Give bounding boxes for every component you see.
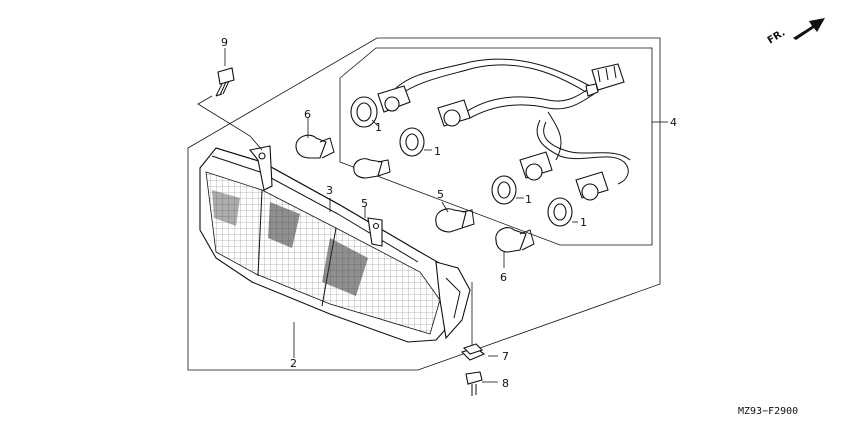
callout-8: 8 (502, 377, 509, 390)
bolt-part-8 (465, 371, 498, 396)
bulb-part-5-upper (353, 158, 391, 179)
seal-part-1-c (491, 175, 524, 205)
callout-6-upper: 6 (304, 108, 311, 121)
assembly-frame (187, 37, 661, 371)
front-direction-marker: FR. (766, 18, 825, 47)
callout-1-c: 1 (525, 193, 532, 206)
harness-frame (339, 47, 653, 246)
bulb-part-6-lower (495, 227, 535, 268)
screw-part-9 (197, 48, 263, 151)
seal-part-1-a (350, 96, 379, 128)
callout-2: 2 (290, 357, 297, 370)
callout-7: 7 (502, 350, 509, 363)
seal-part-1-d (547, 197, 578, 227)
callout-1-a: 1 (375, 121, 382, 134)
nut-part-7 (460, 282, 498, 361)
seal-part-1-b (399, 127, 432, 157)
arrow-icon (793, 18, 825, 40)
bulb-part-6-upper (295, 118, 335, 159)
tail-light-housing (199, 145, 471, 343)
drawing-code: MZ93−F2900 (738, 406, 798, 417)
callout-1-d: 1 (580, 216, 587, 229)
callout-9: 9 (221, 36, 228, 49)
callout-4: 4 (670, 116, 677, 129)
callout-6-lower: 6 (500, 271, 507, 284)
front-direction-text: FR. (766, 27, 788, 46)
callout-1-b: 1 (434, 145, 441, 158)
wire-harness-part-4 (377, 58, 631, 201)
bulb-part-5-lower (435, 201, 475, 233)
callout-3: 3 (326, 184, 333, 197)
callout-5-lower: 5 (437, 188, 444, 201)
callout-5-upper: 5 (361, 197, 368, 210)
